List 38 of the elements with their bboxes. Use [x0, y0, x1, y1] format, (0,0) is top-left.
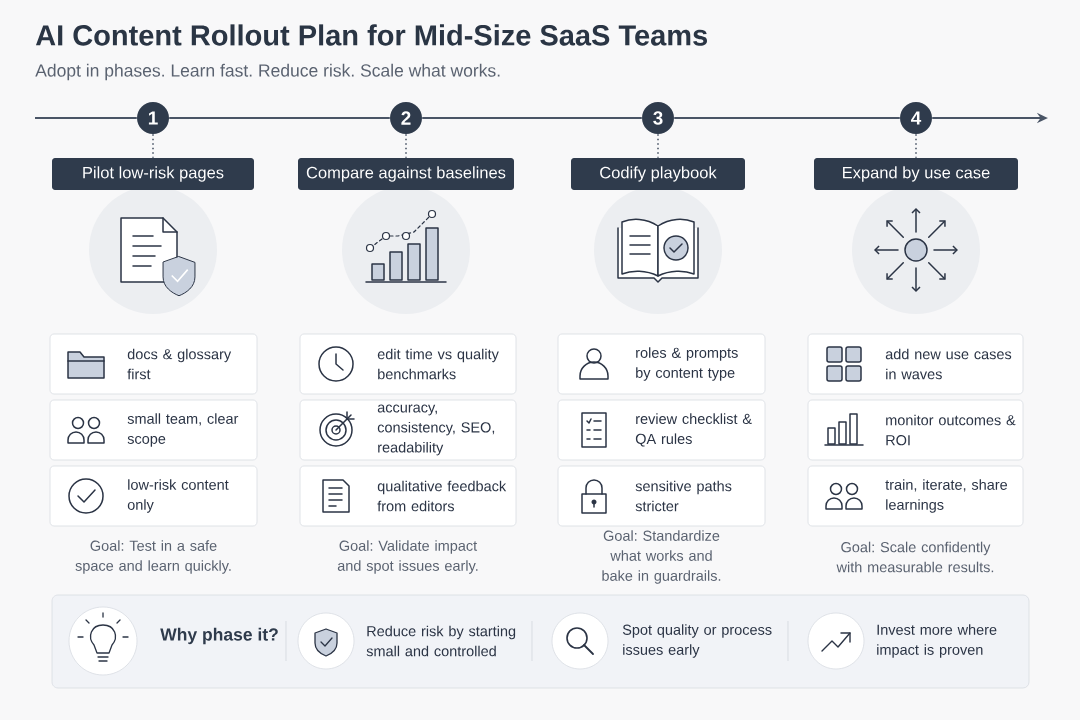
- dotted-connector: [152, 133, 154, 159]
- goal-text: Goal: Test in a safe space and learn quickly.: [75, 540, 231, 574]
- step-number: 4: [900, 102, 932, 134]
- phase-header: Compare against baselines: [298, 158, 514, 190]
- reason-text: Reduce risk by starting small and controlled: [366, 625, 516, 657]
- dotted-connector: [657, 133, 659, 159]
- timeline-connector: [673, 117, 901, 119]
- timeline-connector: [421, 117, 643, 119]
- reason-text: Spot quality or process issues early: [622, 624, 772, 658]
- feature-card: train, iterate, share learnings: [807, 465, 1024, 527]
- goal-text: Goal: Scale confidently with measurable results.: [836, 541, 994, 573]
- panel-heading: Why phase it?: [160, 627, 278, 645]
- feature-card: roles & prompts by content type: [557, 333, 766, 395]
- feature-card: monitor outcomes & ROI: [807, 399, 1024, 461]
- reason-text: Invest more where impact is proven: [877, 624, 997, 658]
- feature-card: edit time vs quality benchmarks: [299, 333, 517, 395]
- step-number: 1: [137, 102, 169, 134]
- dotted-connector: [405, 133, 407, 159]
- feature-card: low-risk content only: [49, 465, 258, 527]
- goal-text: Goal: Standardize what works and bake in guardrails.: [602, 530, 721, 584]
- timeline-connector: [34, 117, 138, 119]
- feature-card: accuracy, consistency, SEO, readability: [299, 399, 517, 461]
- feature-card: add new use cases in waves: [807, 333, 1024, 395]
- dotted-connector: [915, 133, 917, 159]
- title: AI Content Rollout Plan for Mid-Size SaaS Teams: [35, 24, 707, 46]
- feature-card: sensitive paths stricter: [557, 465, 766, 527]
- feature-card: qualitative feedback from editors: [299, 465, 517, 527]
- goal-text: Goal: Validate impact and spot issues early.: [337, 540, 478, 574]
- timeline-connector: [168, 117, 391, 119]
- feature-card: small team, clear scope: [49, 399, 258, 461]
- step-number: 2: [390, 102, 422, 134]
- feature-card: docs & glossary first: [49, 333, 258, 395]
- phase-header: Pilot low-risk pages: [52, 158, 254, 190]
- subtitle: Adopt in phases. Learn fast. Reduce risk. Scale what works.: [35, 63, 500, 81]
- phase-header: Codify playbook: [571, 158, 745, 190]
- feature-card: review checklist & QA rules: [557, 399, 766, 461]
- phase-header: Expand by use case: [814, 158, 1018, 190]
- step-number: 3: [642, 102, 674, 134]
